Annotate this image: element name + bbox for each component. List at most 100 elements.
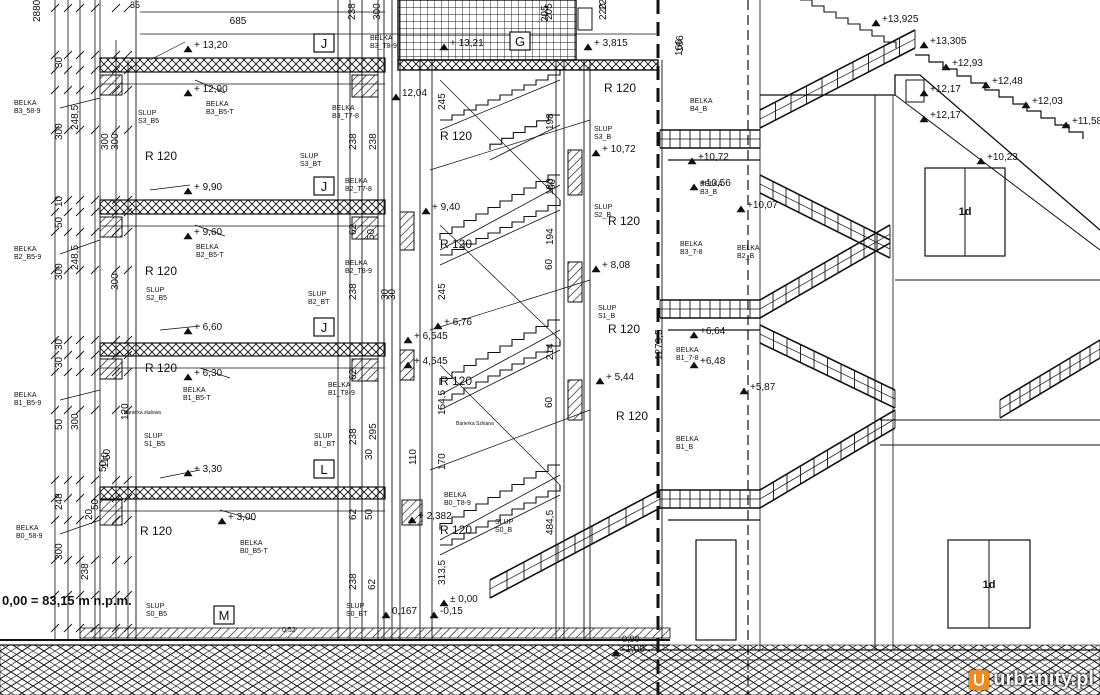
dimension-label: 120 <box>120 403 131 420</box>
beam-section <box>99 358 123 380</box>
dimension-label: 198 <box>545 113 556 130</box>
diagonal-line <box>429 409 591 471</box>
dimension-label: 62 <box>348 223 359 235</box>
level-marker-icon <box>583 43 593 51</box>
dimension-label: 50 <box>54 216 65 228</box>
dimension-tick <box>50 555 60 565</box>
dimension-tick <box>75 85 85 95</box>
leader-line <box>159 469 201 479</box>
room-label: R 120 <box>145 361 177 375</box>
dimension-label: 238 <box>348 283 359 300</box>
beam-label: B4_B <box>690 106 707 113</box>
dimension-tick <box>50 493 60 503</box>
column-label: B2_BT <box>308 299 330 306</box>
level-marker-icon <box>421 207 431 215</box>
dimension-tick <box>50 227 60 237</box>
dimension-tick <box>75 265 85 275</box>
dimension-label: 50 <box>54 418 65 430</box>
grid-tag-box <box>213 605 235 625</box>
dimension-tick <box>75 555 85 565</box>
stair-stringer <box>489 124 561 161</box>
beam-label: B2_B5-T <box>196 252 224 259</box>
leader-line <box>59 519 101 535</box>
level-label: ± 0,00 <box>450 594 478 605</box>
roof-slab <box>397 59 659 71</box>
dimension-tick <box>90 367 100 377</box>
door-frame <box>695 539 737 641</box>
dimension-tick <box>75 50 85 60</box>
dimension-tick <box>50 125 60 135</box>
beam-label: B1_B5-T <box>183 395 211 402</box>
dimension-label: 20 <box>84 508 95 520</box>
column-label: B1_BT <box>314 441 336 448</box>
level-label: + 12,90 <box>194 84 228 95</box>
beam-label: B1_7-8 <box>676 355 699 362</box>
grid-tag-box <box>313 459 335 479</box>
dimension-label: 220 <box>598 3 609 20</box>
dimension-label: 35 <box>130 0 140 10</box>
level-marker-icon <box>429 611 439 619</box>
roof-outline <box>894 94 1100 251</box>
dimension-label: 300 <box>110 133 121 150</box>
dimension-tick <box>123 367 133 377</box>
level-label: +10,72 <box>698 152 729 163</box>
column-label: S1_B <box>598 313 615 320</box>
dimension-label: 166 <box>675 35 686 52</box>
column-label: SLUP <box>300 153 319 160</box>
room-label: R 120 <box>140 524 172 538</box>
floor-slab <box>99 486 386 500</box>
beam-label: B0_B5-T <box>240 548 268 555</box>
level-marker-icon <box>919 115 929 123</box>
leader-line <box>194 79 226 94</box>
dimension-tick <box>123 623 133 633</box>
door-label: 1d <box>959 206 972 218</box>
column-label: S3_B5 <box>138 118 159 125</box>
dimension-label: 50 <box>90 498 101 510</box>
level-label: +10,23 <box>987 152 1018 163</box>
level-marker-icon <box>976 157 986 165</box>
dimension-label: 245 <box>437 93 448 110</box>
dimension-tick <box>90 555 100 565</box>
dimension-tick <box>123 405 133 415</box>
level-marker-icon <box>941 63 951 71</box>
dimension-label: 238 <box>368 133 379 150</box>
stair-stringer <box>439 474 561 541</box>
dimension-tick <box>63 335 73 345</box>
stair-flight <box>440 485 561 546</box>
stair-flight <box>440 70 561 121</box>
level-label: + 9,90 <box>194 182 223 193</box>
dimension-tick <box>90 493 100 503</box>
dimension-label: 60 <box>544 396 555 408</box>
beam-label: BELKA <box>328 382 351 389</box>
dimension-tick <box>90 125 100 135</box>
stair-stringer <box>439 494 561 556</box>
dimension-tick <box>50 3 60 13</box>
beam-label: BELKA <box>700 181 723 188</box>
roof-outline <box>760 74 1100 231</box>
dimension-label: 154,5 <box>437 390 448 415</box>
beam-label: BELKA <box>14 100 37 107</box>
dimension-tick <box>123 515 133 525</box>
roof-vent <box>577 7 593 31</box>
dimension-tick <box>111 475 121 485</box>
urbanity-logo-icon <box>969 669 990 690</box>
level-label: +13,305 <box>930 36 967 47</box>
dimension-tick <box>90 227 100 237</box>
dimension-tick <box>63 50 73 60</box>
dimension-label: 248 <box>54 493 65 510</box>
beam-label: B3_B5-T <box>206 109 234 116</box>
dimension-label: 2880 <box>32 0 43 22</box>
level-marker-icon <box>736 205 746 213</box>
column-label: SLUP <box>495 519 514 526</box>
level-marker-icon <box>183 327 193 335</box>
level-label: +12,17 <box>930 84 961 95</box>
level-marker-icon <box>687 157 697 165</box>
dimension-label: 50 <box>364 508 375 520</box>
diagonal-line <box>439 364 561 486</box>
dimension-tick <box>63 350 73 360</box>
beam-section <box>99 74 123 96</box>
dimension-label: 62 <box>348 368 359 380</box>
dimension-tick <box>75 515 85 525</box>
column-label: SLUP <box>308 291 327 298</box>
column-label: SLUP <box>138 110 157 117</box>
